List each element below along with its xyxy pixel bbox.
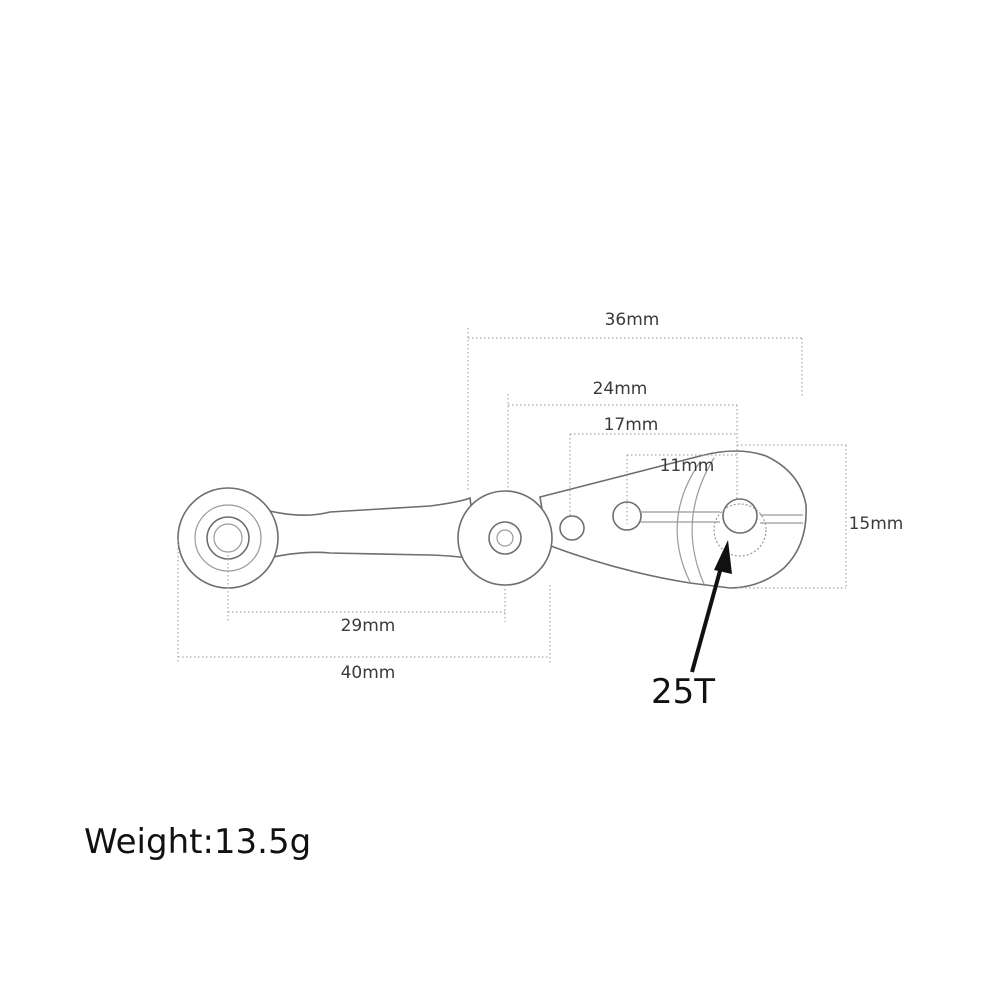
horn-hole — [559, 515, 585, 541]
dim-label-40: 40mm — [341, 663, 396, 683]
horn-clamp-edge — [676, 457, 715, 585]
bolt-socket-icon — [496, 529, 514, 547]
dim-label-17: 17mm — [604, 415, 659, 435]
ball-end-hole — [213, 523, 243, 553]
dim-label-11: 11mm — [660, 456, 715, 476]
weight-label: Weight:13.5g — [84, 822, 312, 862]
dim-label-29: 29mm — [341, 616, 396, 636]
dim-label-36: 36mm — [605, 310, 660, 330]
spline-arrow — [690, 540, 732, 673]
ball-end-bore — [206, 516, 250, 560]
spline-count-label: 25T — [651, 672, 715, 712]
arrowhead-icon — [714, 540, 732, 574]
dimension-lines — [177, 328, 847, 663]
bolt-head — [488, 521, 522, 555]
link-bar — [257, 496, 479, 562]
dim-label-24: 24mm — [593, 379, 648, 399]
dim-label-15: 15mm — [849, 514, 904, 534]
horn-body — [539, 450, 807, 589]
clamp-slot — [640, 511, 803, 524]
spline-teeth-icon — [713, 503, 767, 557]
servo-arm-drawing — [177, 450, 807, 589]
spline-bore — [722, 498, 758, 534]
